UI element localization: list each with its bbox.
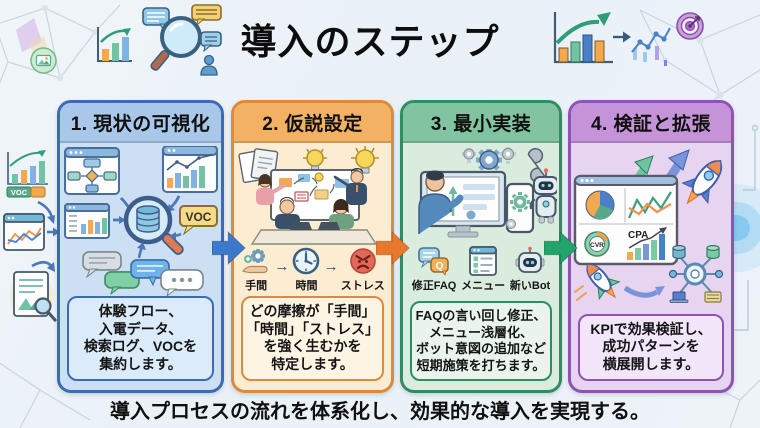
step-card-4: 4. 検証と拡張 bbox=[568, 100, 734, 393]
gears-icon bbox=[462, 147, 516, 175]
cvr-gauge: CVR bbox=[584, 231, 610, 257]
friction-item-stress: ストレス bbox=[341, 246, 385, 293]
line-chart bbox=[627, 191, 672, 219]
chat-bubble-blue-right bbox=[200, 31, 222, 53]
angry-face-icon bbox=[349, 248, 376, 274]
tactic-label-bot: 新いBot bbox=[509, 280, 551, 292]
tactic-item-bot: 新いBot bbox=[510, 246, 550, 293]
row-arrow: → bbox=[323, 258, 339, 275]
tactic-item-menu: メニュー bbox=[461, 246, 505, 293]
flow-arrow-3 bbox=[544, 230, 578, 266]
node bbox=[714, 269, 724, 279]
standing-woman bbox=[255, 174, 285, 205]
friction-icon-row: 手間 → 時間 → ストレス bbox=[234, 246, 391, 293]
arrow-right-icon bbox=[613, 31, 631, 43]
step-card-3: 3. 最小実装 bbox=[400, 100, 562, 393]
gear-hand-icon bbox=[242, 249, 268, 274]
chat-bubble-yellow bbox=[191, 4, 222, 27]
magnifier-database-icon bbox=[123, 195, 184, 255]
magnifier-icon bbox=[150, 16, 202, 71]
curved-arrow bbox=[623, 285, 659, 298]
pie-chart bbox=[585, 190, 615, 220]
rocket-icon-small bbox=[586, 263, 621, 300]
database-node bbox=[706, 244, 720, 259]
person-at-screen bbox=[418, 170, 464, 234]
bar-list-window-icon bbox=[64, 202, 111, 239]
faq-q-label: Q bbox=[436, 261, 444, 272]
friction-item-time: 時間 bbox=[291, 246, 321, 293]
footer-summary: 導入プロセスの流れを体系化し、効果的な導入を実現する。 bbox=[110, 401, 650, 423]
lightbulb-icon bbox=[302, 148, 327, 172]
chart-window-icon bbox=[161, 146, 218, 193]
dashboard-window-icon: CVR CPA bbox=[573, 174, 679, 266]
presenter-person bbox=[333, 168, 367, 205]
tactic-label-menu: メニュー bbox=[461, 280, 506, 292]
side-source-icons: VOC bbox=[3, 150, 60, 322]
phone-icon bbox=[505, 182, 535, 234]
page-title: 導入のステップ bbox=[240, 21, 500, 62]
step-card-2: 2. 仮説設定 bbox=[231, 100, 394, 393]
row-arrow: → bbox=[274, 258, 290, 275]
voc-strip-label: VOC bbox=[11, 188, 28, 197]
chat-bubble-blue-left bbox=[142, 7, 170, 33]
clock-icon bbox=[293, 247, 320, 275]
tactic-item-faq: Q 修正FAQ bbox=[411, 246, 457, 293]
image-badge-icon bbox=[30, 47, 57, 74]
chat-faq-icon: Q bbox=[418, 247, 449, 276]
step-3-illustration bbox=[418, 147, 557, 238]
step-4-illustration: CVR CPA bbox=[573, 149, 724, 303]
magnifier-chat-bubbles-icon bbox=[142, 4, 222, 76]
step-2-illustration bbox=[237, 146, 379, 245]
server-node bbox=[704, 291, 722, 303]
robot-head-icon bbox=[515, 246, 545, 273]
step-4-title: 4. 検証と拡張 bbox=[571, 103, 731, 143]
step-1-caption: 体験フロー、 入電データ、 検索ログ、VOCを 集約します。 bbox=[67, 295, 214, 381]
laptop-node bbox=[669, 291, 689, 303]
trend-dots-icon bbox=[631, 27, 671, 66]
friction-label-stress: ストレス bbox=[340, 280, 385, 292]
step-2-title: 2. 仮説設定 bbox=[234, 103, 391, 143]
document-search-icon bbox=[10, 271, 57, 322]
step-3-title: 3. 最小実装 bbox=[403, 103, 559, 143]
person-icon bbox=[200, 54, 218, 76]
table bbox=[250, 229, 377, 245]
menu-window-icon bbox=[469, 246, 498, 276]
cvr-label: CVR bbox=[590, 242, 604, 249]
growth-chart-icon bbox=[553, 12, 613, 64]
speed-lines bbox=[574, 285, 587, 301]
tactic-icon-row: Q 修正FAQ メニュー bbox=[403, 246, 559, 293]
step-4-caption: KPIで効果検証し、 成功パターンを 横展開します。 bbox=[578, 313, 724, 381]
node bbox=[668, 269, 678, 279]
friction-label-time: 時間 bbox=[295, 280, 318, 292]
friction-label-effort: 手間 bbox=[245, 280, 268, 292]
lightbulb-icon bbox=[350, 146, 379, 174]
chat-bubbles-icon bbox=[82, 251, 204, 296]
flowchart-window-icon bbox=[64, 146, 121, 195]
seated-person-right bbox=[328, 199, 354, 229]
target-icon bbox=[676, 12, 704, 40]
step-1-illustration: VOC bbox=[64, 146, 218, 296]
friction-item-effort: 手間 bbox=[240, 246, 272, 293]
robot-icon bbox=[529, 168, 557, 224]
network-hub-icon bbox=[668, 244, 724, 303]
cpa-bar-chart: CPA bbox=[627, 227, 667, 260]
flow-arrow-1 bbox=[212, 230, 246, 266]
curved-arrow bbox=[31, 260, 54, 268]
step-1-title: 1. 現状の可視化 bbox=[60, 103, 221, 143]
cpa-label: CPA bbox=[628, 230, 648, 241]
step-2-caption: どの摩擦が「手間」 「時間」「ストレス」 を強く生むかを 特定します。 bbox=[241, 295, 384, 381]
bar-chart-icon bbox=[97, 27, 132, 62]
voc-bar-chart-icon: VOC bbox=[6, 150, 48, 198]
flow-arrow-2 bbox=[376, 230, 410, 266]
line-chart-window-icon bbox=[3, 213, 45, 251]
laptop-icon bbox=[317, 222, 340, 230]
step-3-caption: FAQの言い回し修正、 メニュー浅層化、 ボット意図の追加など 短期施策を打ちま… bbox=[410, 301, 552, 381]
laptop-icon bbox=[289, 222, 312, 230]
step-card-1: 1. 現状の可視化 bbox=[57, 100, 224, 393]
voc-bubble-label: VOC bbox=[185, 210, 211, 224]
tactic-label-faq: 修正FAQ bbox=[411, 280, 457, 292]
voc-bubble-icon: VOC bbox=[178, 204, 218, 236]
database-node bbox=[672, 244, 686, 259]
